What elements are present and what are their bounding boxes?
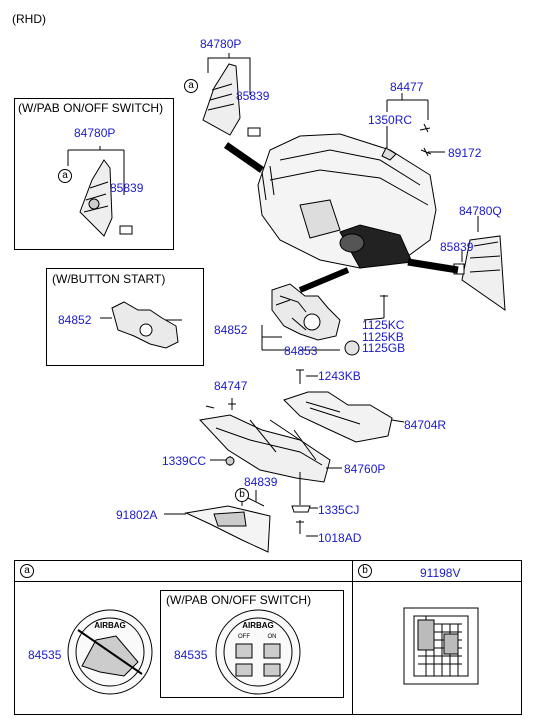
svg-text:OFF: OFF: [238, 634, 250, 640]
legend-header-row: [14, 560, 522, 582]
part-84780Q[interactable]: 84780Q: [459, 204, 502, 218]
part-84780P-top[interactable]: 84780P: [200, 37, 242, 51]
part-1125KB[interactable]: 1125KB: [362, 330, 404, 344]
callout-a-top: a: [184, 79, 198, 93]
legend-part-84535-right[interactable]: 84535: [174, 648, 208, 662]
part-1243KB[interactable]: 1243KB: [318, 369, 361, 383]
svg-text:AIRBAG: AIRBAG: [242, 621, 274, 630]
legend-part-84535-left[interactable]: 84535: [28, 648, 62, 662]
legend-marker-b: b: [358, 564, 372, 578]
part-1335CJ[interactable]: 1335CJ: [318, 503, 360, 517]
legend-part-91198V[interactable]: 91198V: [420, 566, 461, 580]
part-84477[interactable]: 84477: [390, 80, 424, 94]
part-84760P[interactable]: 84760P: [344, 462, 386, 476]
legend-pab-inner-box: [160, 590, 344, 698]
part-84704R[interactable]: 84704R: [404, 418, 447, 432]
part-91802A[interactable]: 91802A: [116, 508, 158, 522]
part-85839-right[interactable]: 85839: [440, 240, 474, 254]
pab-switch-box: [14, 98, 174, 250]
button-start-box: [46, 268, 204, 366]
part-1125KC[interactable]: 1125KC: [362, 318, 405, 332]
part-1125GB[interactable]: 1125GB: [362, 341, 406, 355]
pab-part-85839[interactable]: 85839: [110, 181, 144, 195]
callout-b: b: [235, 488, 249, 502]
part-1339CC[interactable]: 1339CC: [162, 454, 207, 468]
button-start-part-84852[interactable]: 84852: [58, 313, 92, 327]
svg-text:AIRBAG: AIRBAG: [94, 621, 126, 630]
part-1350RC[interactable]: 1350RC: [368, 113, 413, 127]
part-84747[interactable]: 84747: [214, 379, 248, 393]
pab-callout-a: a: [58, 169, 72, 183]
part-89172[interactable]: 89172: [448, 146, 482, 160]
legend-inner-title: (W/PAB ON/OFF SWITCH): [166, 593, 312, 607]
pab-box-title: (W/PAB ON/OFF SWITCH): [18, 101, 164, 115]
part-85839-top[interactable]: 85839: [236, 89, 270, 103]
part-1018AD[interactable]: 1018AD: [318, 531, 362, 545]
svg-text:ON: ON: [268, 634, 277, 640]
variant-label: (RHD): [12, 12, 46, 26]
pab-part-84780P[interactable]: 84780P: [74, 126, 116, 140]
button-start-title: (W/BUTTON START): [52, 272, 166, 286]
part-84839[interactable]: 84839: [244, 475, 278, 489]
part-84852-main[interactable]: 84852: [214, 323, 248, 337]
legend-marker-a: a: [20, 564, 34, 578]
part-84853[interactable]: 84853: [284, 344, 318, 358]
legend-divider: [352, 560, 353, 715]
